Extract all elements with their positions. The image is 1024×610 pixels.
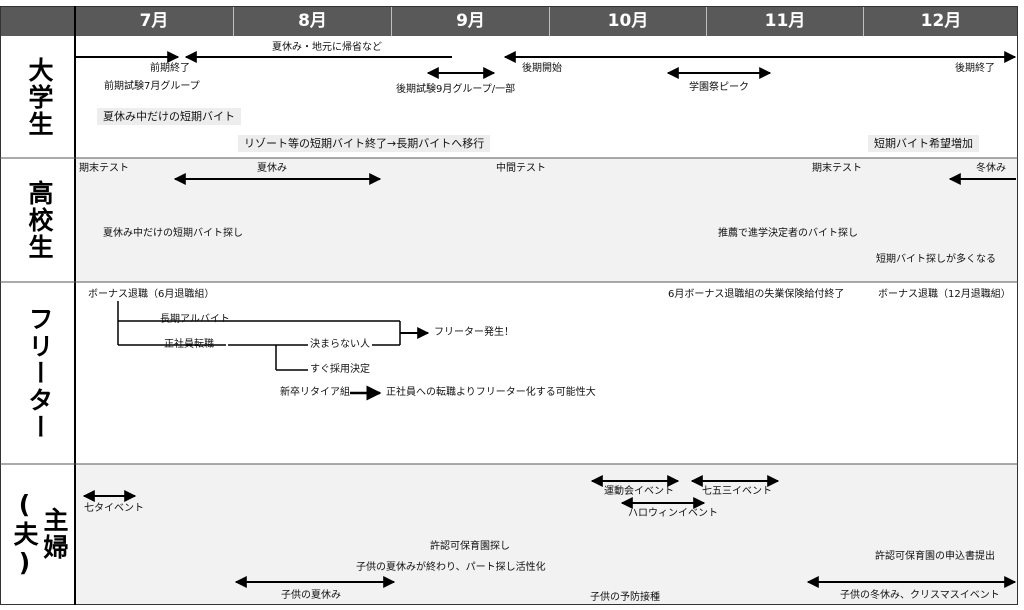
fr-freeter-possible: 正社員への転職よりフリーター化する可能性大 bbox=[386, 387, 596, 398]
hw-daycare-search: 許認可保育園探し bbox=[430, 541, 510, 552]
hs-midterm-test: 中間テスト bbox=[496, 163, 546, 174]
hw-halloween: ハロウィンイベント bbox=[628, 508, 718, 519]
category-housewife: 主婦(夫) bbox=[10, 489, 69, 579]
hs-winter-vacation: 冬休み bbox=[976, 163, 1006, 174]
header-month-nov: 11月 bbox=[707, 6, 864, 36]
header-month-aug: 8月 bbox=[234, 6, 392, 36]
hw-tanabata: 七タイベント bbox=[84, 503, 144, 514]
uni-first-exam-sept: 後期試験9月グループ/一部 bbox=[396, 84, 516, 95]
fr-new-grad-retire: 新卒リタイア組 bbox=[280, 387, 350, 398]
category-freeter: フリーター bbox=[25, 305, 54, 441]
uni-first-exam-july: 前期試験7月グループ bbox=[104, 81, 200, 92]
hs-recommendation: 推薦で進学決定者のバイト探し bbox=[718, 228, 858, 239]
hs-summer-vacation: 夏休み bbox=[257, 163, 287, 174]
fr-unemployment-end: 6月ボーナス退職組の失業保険給付終了 bbox=[668, 289, 845, 300]
hw-child-summer: 子供の夏休み bbox=[281, 590, 341, 601]
uni-second-term-end: 後期終了 bbox=[955, 63, 995, 74]
fr-bonus-resign-june: ボーナス退職（6月退職組） bbox=[88, 289, 215, 300]
uni-summer-vacation: 夏休み・地元に帰省など bbox=[272, 42, 382, 53]
row-freeter bbox=[75, 282, 1018, 464]
category-university: 大学生 bbox=[25, 56, 54, 138]
hs-final-test-nov: 期末テスト bbox=[812, 163, 862, 174]
hw-summer-end-job: 子供の夏休みが終わり、パート探し活性化 bbox=[356, 562, 546, 573]
header-month-dec: 12月 bbox=[864, 6, 1018, 36]
hs-summer-short-job-search: 夏休み中だけの短期バイト探し bbox=[103, 228, 243, 239]
uni-summer-short-job: 夏休み中だけの短期バイト bbox=[97, 108, 241, 125]
header-month-oct: 10月 bbox=[550, 6, 707, 36]
fr-freeter-occur: フリーター発生！ bbox=[434, 327, 514, 338]
uni-second-term-start: 後期開始 bbox=[522, 63, 562, 74]
fr-long-part-time: 長期アルバイト bbox=[160, 314, 230, 325]
hs-final-test-jul: 期末テスト bbox=[79, 163, 129, 174]
hs-short-job-many: 短期バイト探しが多くなる bbox=[876, 254, 996, 265]
hw-winter-christmas: 子供の冬休み、クリスマスイベント bbox=[840, 590, 1000, 601]
fr-hired-immediately: すぐ採用決定 bbox=[310, 364, 370, 375]
category-highschool: 高校生 bbox=[25, 179, 54, 261]
uni-short-job-increase: 短期バイト希望増加 bbox=[868, 135, 979, 152]
hw-daycare-apply: 許認可保育園の申込書提出 bbox=[875, 551, 995, 562]
fr-career-change: 正社員転職 bbox=[164, 339, 214, 350]
fr-undecided: 決まらない人 bbox=[310, 339, 370, 350]
uni-school-festival: 学園祭ピーク bbox=[689, 82, 749, 93]
uni-resort-shift: リゾート等の短期バイト終了→長期バイトへ移行 bbox=[238, 135, 491, 152]
fr-bonus-resign-dec: ボーナス退職（12月退職組） bbox=[878, 289, 1011, 300]
header-month-jul: 7月 bbox=[75, 6, 234, 36]
hw-sports-day: 運動会イベント bbox=[604, 486, 674, 497]
header-month-sep: 9月 bbox=[392, 6, 550, 36]
hw-vaccination: 子供の予防接種 bbox=[590, 592, 660, 603]
uni-first-term-end: 前期終了 bbox=[150, 63, 190, 74]
hw-shichigosan: 七五三イベント bbox=[702, 486, 772, 497]
